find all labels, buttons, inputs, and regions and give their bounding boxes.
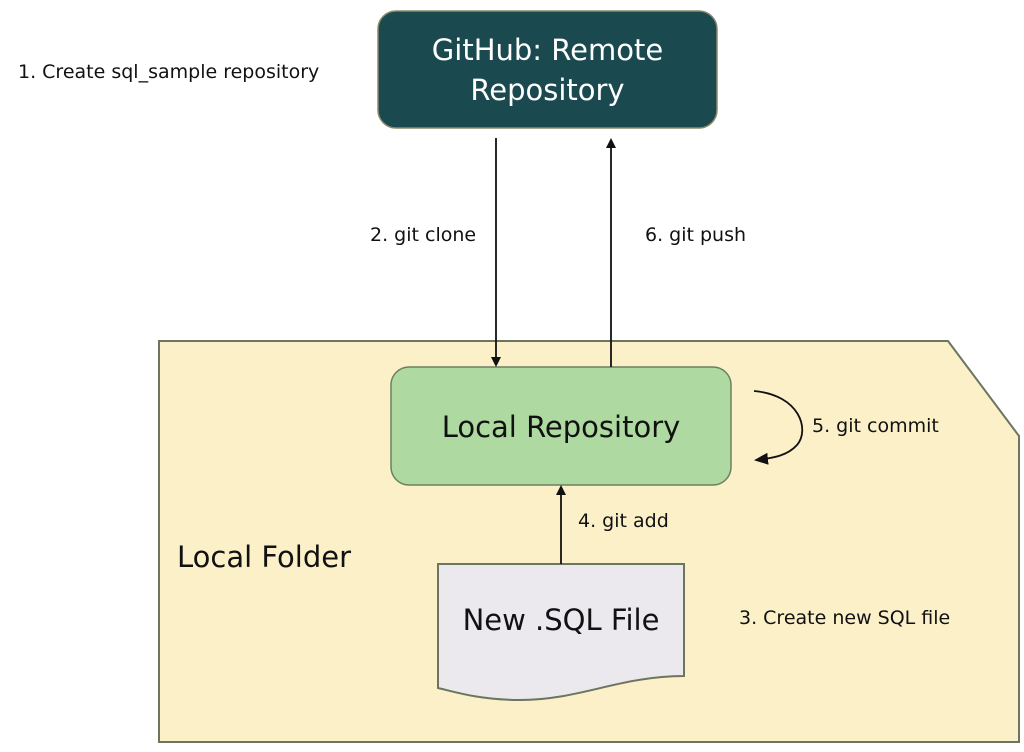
sql-file-label: New .SQL File [462,603,660,637]
remote-repository-line1: GitHub: Remote [431,33,664,67]
local-repository-label: Local Repository [441,410,681,444]
local-folder-label: Local Folder [177,540,351,574]
remote-repository-line2: Repository [470,73,625,107]
step-6-label: 6. git push [645,224,747,246]
step-5-label: 5. git commit [812,415,939,437]
remote-repository-box [377,10,718,129]
git-commit-arrow [753,390,804,465]
local-folder-shape [158,340,1020,743]
step-1-label: 1. Create sql_sample repository [18,61,320,83]
step-2-label: 2. git clone [370,224,477,246]
step-4-label: 4. git add [578,510,669,532]
remote-repository-label: GitHub: Remote Repository [378,30,717,110]
sql-file-shape [437,563,685,702]
step-3-label: 3. Create new SQL file [739,607,951,629]
